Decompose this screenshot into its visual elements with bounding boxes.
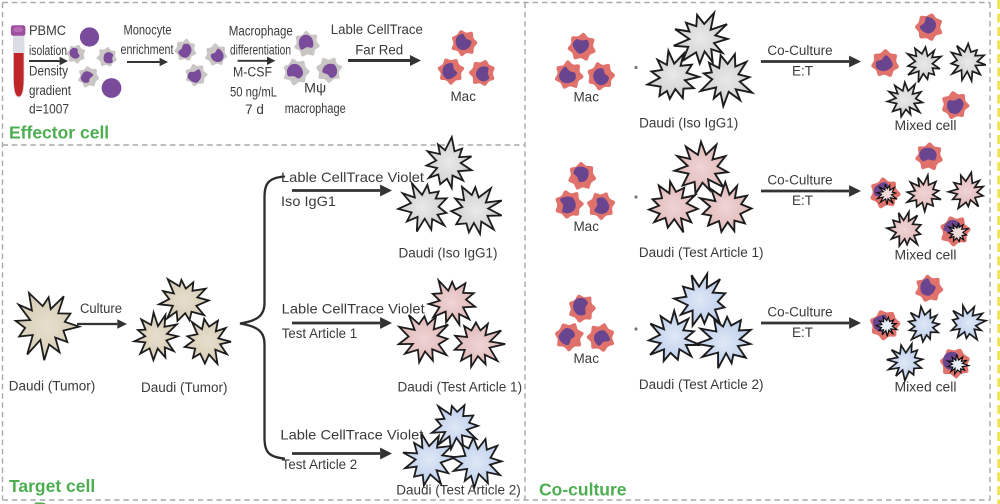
svg-text:Iso IgG1: Iso IgG1 — [281, 193, 336, 209]
svg-text:Lable CellTrace Violet: Lable CellTrace Violet — [281, 169, 424, 185]
svg-text:M-CSF: M-CSF — [233, 64, 272, 79]
svg-text:Density: Density — [29, 64, 68, 79]
svg-text:Daudi (Test Article 2): Daudi (Test Article 2) — [639, 377, 764, 392]
svg-text:Macrophage: Macrophage — [229, 23, 293, 38]
svg-text:Lable CellTrace: Lable CellTrace — [331, 22, 423, 37]
svg-text:E:T: E:T — [792, 64, 813, 79]
svg-text:gradient: gradient — [29, 83, 71, 98]
svg-text:Co-Culture: Co-Culture — [767, 304, 832, 319]
svg-text:Mixed cell: Mixed cell — [895, 247, 957, 262]
svg-text:Mixed cell: Mixed cell — [895, 379, 957, 394]
svg-text:Daudi (Test Article 1): Daudi (Test Article 1) — [398, 380, 523, 395]
svg-text:macrophage: macrophage — [285, 101, 346, 116]
svg-text:Effector cell: Effector cell — [9, 123, 109, 143]
svg-text:PBMC: PBMC — [29, 23, 66, 38]
svg-text:Co-Culture: Co-Culture — [767, 43, 832, 58]
svg-text:Monocyte: Monocyte — [124, 23, 172, 38]
svg-text:differentiation: differentiation — [230, 43, 291, 58]
svg-text:isolation: isolation — [29, 43, 67, 58]
svg-text:Test Article 1: Test Article 1 — [282, 325, 358, 341]
svg-text:d=1007: d=1007 — [29, 102, 69, 117]
svg-text:E:T: E:T — [792, 325, 813, 340]
svg-text:Daudi (Test Article 1): Daudi (Test Article 1) — [639, 245, 764, 260]
svg-text:B: B — [34, 500, 48, 504]
svg-text:Test Article 2: Test Article 2 — [282, 456, 358, 472]
svg-text:Mixed cell: Mixed cell — [895, 118, 957, 133]
svg-text:Mac: Mac — [573, 351, 599, 366]
svg-text:Mac: Mac — [450, 89, 476, 104]
svg-text:enrichment: enrichment — [121, 42, 174, 57]
svg-text:50 ng/mL: 50 ng/mL — [230, 84, 277, 99]
svg-text:Daudi (Iso IgG1): Daudi (Iso IgG1) — [639, 116, 738, 131]
svg-text:E:T: E:T — [792, 193, 813, 208]
svg-text:Co-Culture: Co-Culture — [767, 172, 832, 187]
svg-text:Lable CellTrace Violet: Lable CellTrace Violet — [280, 427, 423, 443]
svg-text:Co-culture: Co-culture — [539, 480, 627, 500]
svg-text:Target cell: Target cell — [9, 476, 95, 496]
svg-text:Lable CellTrace Violet: Lable CellTrace Violet — [282, 301, 425, 317]
svg-text:Daudi (Tumor): Daudi (Tumor) — [9, 379, 96, 394]
svg-text:Mac: Mac — [573, 219, 599, 234]
svg-text:Daudi (Tumor): Daudi (Tumor) — [141, 380, 228, 395]
svg-text:Far Red: Far Red — [355, 43, 403, 58]
svg-text:Mac: Mac — [573, 89, 599, 104]
svg-text:Culture: Culture — [80, 301, 122, 316]
svg-text:Daudi (Test Article 2): Daudi (Test Article 2) — [396, 482, 521, 497]
svg-text:Daudi (Iso IgG1): Daudi (Iso IgG1) — [398, 246, 497, 261]
svg-text:Mψ: Mψ — [304, 80, 326, 95]
svg-text:7 d: 7 d — [245, 102, 264, 117]
